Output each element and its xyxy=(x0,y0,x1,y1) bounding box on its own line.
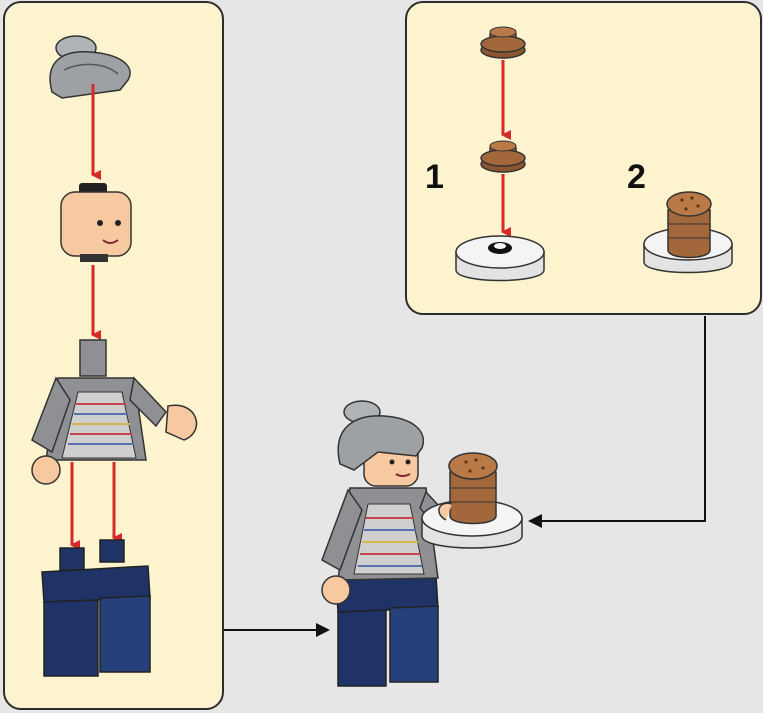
assembled-minifigure xyxy=(321,400,523,687)
minifig-torso xyxy=(31,339,198,485)
substep-number-2: 2 xyxy=(627,158,646,196)
white-round-tile xyxy=(455,235,545,282)
minifig-head xyxy=(60,183,132,262)
minifig-legs xyxy=(41,539,151,677)
substep-number-1: 1 xyxy=(425,158,444,196)
hair-piece xyxy=(49,35,131,99)
food-stack-result xyxy=(643,191,733,274)
brown-round-plate-bottom xyxy=(480,140,526,173)
brown-round-plate-top xyxy=(480,26,526,59)
arrow-food-to-final xyxy=(528,316,706,528)
